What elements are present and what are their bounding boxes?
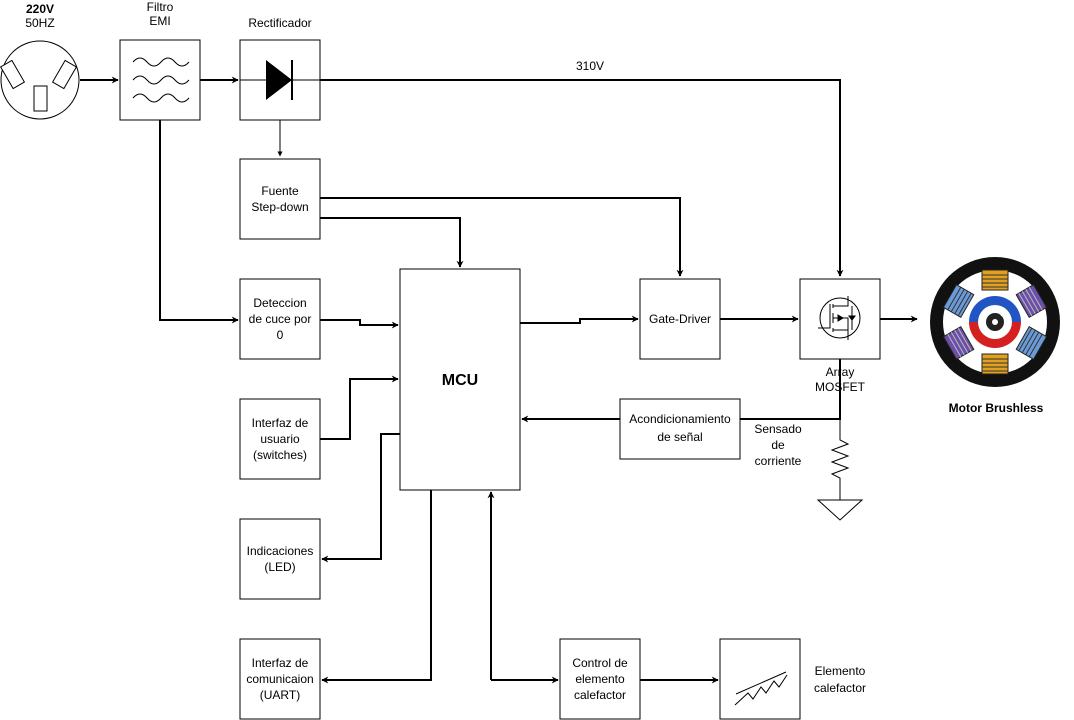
current-label-line1: Sensado [754, 422, 802, 436]
motor-coil-bottom [981, 353, 1009, 375]
brushless-motor-icon [930, 257, 1060, 387]
diode-icon [240, 60, 320, 100]
zero-label-line1: Deteccion [253, 296, 306, 310]
stepdown-label-line1: Fuente [261, 184, 299, 198]
uart-label-line3: (UART) [260, 688, 300, 702]
line-emi-to-zero [159, 120, 239, 324]
ui-label-line3: (switches) [253, 448, 307, 462]
line-mcu-to-uart [321, 490, 432, 684]
led-block [239, 518, 321, 600]
emi-filter-icon [132, 57, 190, 103]
line-mcu-to-led [321, 433, 400, 563]
mosfet-icon [818, 296, 861, 340]
source-voltage: 220V [26, 2, 54, 16]
ground-icon [816, 499, 864, 521]
source-frequency: 50HZ [25, 16, 54, 30]
line-stepdown-to-mcu [320, 217, 464, 268]
line-rect-to-mosfet [320, 79, 844, 277]
stepdown-block [239, 158, 321, 240]
line-stepdown-to-gate [320, 197, 684, 277]
shunt-resistor-icon [830, 419, 850, 500]
uart-block [239, 638, 321, 720]
heater-label-line1: Elemento [815, 664, 866, 678]
motor-coil-left-bottom [942, 326, 975, 360]
motor-coil-right-top [1015, 284, 1048, 318]
user-interface-block [239, 398, 321, 480]
line-mcu-to-gate [520, 315, 639, 324]
signal-label-line2: de señal [657, 430, 702, 444]
uart-label-line1: Interfaz de [252, 656, 309, 670]
heatctl-label-line2: elemento [575, 672, 625, 686]
uart-label-line2: comunicaion [246, 672, 313, 686]
signal-conditioning-block [619, 398, 741, 460]
heatctl-label-line1: Control de [572, 656, 628, 670]
gate-label: Gate-Driver [649, 312, 711, 326]
line-ui-to-mcu [320, 375, 399, 440]
zero-cross-block [239, 278, 321, 360]
mcu-label: MCU [442, 372, 478, 389]
ui-label-line1: Interfaz de [252, 416, 309, 430]
rect-label: Rectificador [248, 16, 311, 30]
bus-voltage-label: 310V [576, 59, 604, 73]
emi-label-line1: Filtro [147, 0, 174, 14]
motor-label: Motor Brushless [949, 401, 1044, 415]
mcu-block [399, 268, 521, 491]
signal-label-line1: Acondicionamiento [629, 412, 731, 426]
mosfet-label-line2: MOSFET [815, 380, 866, 394]
led-label-line1: Indicaciones [247, 544, 314, 558]
current-label-line3: corriente [755, 454, 802, 468]
motor-coil-right-bottom [1015, 326, 1048, 360]
ui-label-line2: usuario [260, 432, 300, 446]
line-zero-to-mcu [320, 319, 399, 329]
mosfet-label-line1: Array [826, 365, 855, 379]
heater-label-line2: calefactor [814, 681, 866, 695]
motor-coil-top [981, 269, 1009, 291]
emi-label-line2: EMI [149, 14, 170, 28]
power-plug-icon [0, 40, 80, 120]
zero-label-line2: de cuce por [249, 312, 312, 326]
current-label-line2: de [771, 438, 785, 452]
heater-control-block [559, 638, 641, 720]
heatctl-label-line3: calefactor [574, 688, 626, 702]
gate-driver-block [639, 278, 721, 360]
heater-element-block [719, 638, 801, 720]
led-label-line2: (LED) [264, 560, 295, 574]
emi-filter-block [119, 39, 201, 121]
stepdown-label-line2: Step-down [251, 200, 308, 214]
zero-label-line3: 0 [277, 328, 284, 342]
motor-coil-left-top [942, 284, 975, 318]
heater-resistor-icon [734, 671, 788, 706]
